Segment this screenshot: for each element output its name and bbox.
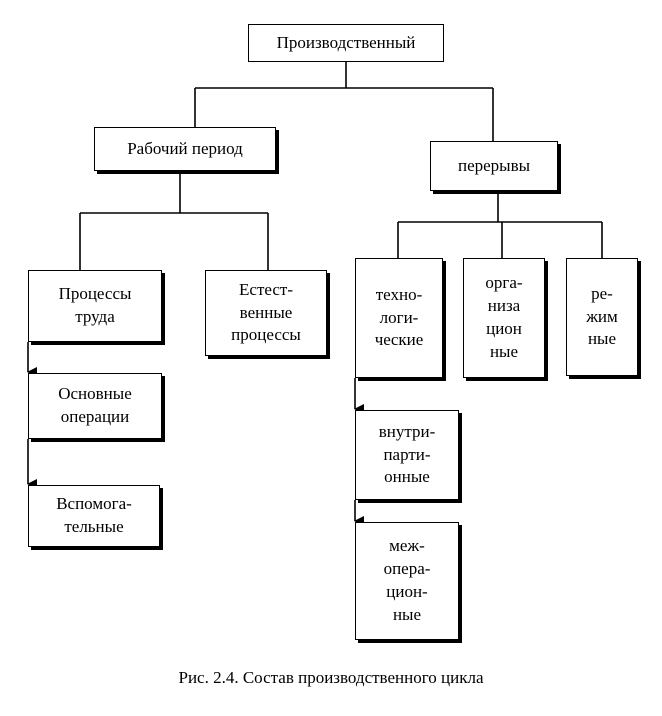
node-organizational: орга- низа цион ные bbox=[463, 258, 545, 378]
node-natural-processes: Естест- венные процессы bbox=[205, 270, 327, 356]
node-intra-batch: внутри- парти- онные bbox=[355, 410, 459, 500]
figure-caption: Рис. 2.4. Состав производственного цикла bbox=[178, 668, 484, 687]
node-work-period: Рабочий период bbox=[94, 127, 276, 171]
node-main-operations: Основные операции bbox=[28, 373, 162, 439]
node-technological: техно- логи- чеcкие bbox=[355, 258, 443, 378]
node-breaks: перерывы bbox=[430, 141, 558, 191]
node-labor-processes: Процессы труда bbox=[28, 270, 162, 342]
node-auxiliary: Вспомога- тельные bbox=[28, 485, 160, 547]
node-inter-operation: меж- опера- цион- ные bbox=[355, 522, 459, 640]
node-production: Производственный bbox=[248, 24, 444, 62]
node-regime: ре- жим ные bbox=[566, 258, 638, 376]
